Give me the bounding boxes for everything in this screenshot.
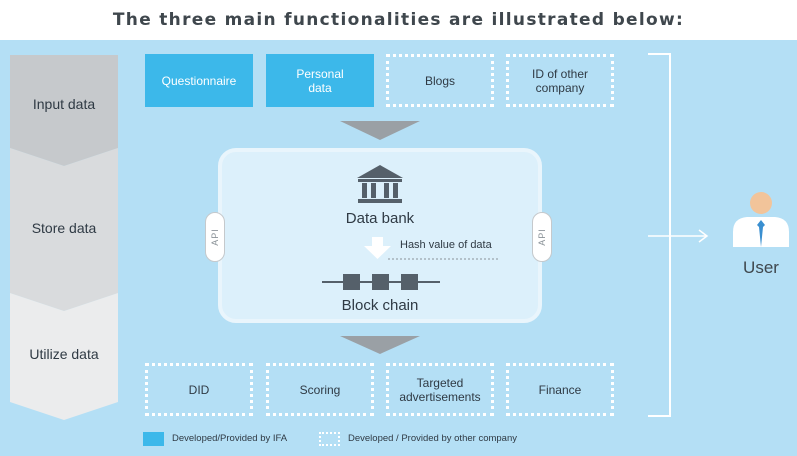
bank-icon [357, 165, 403, 203]
api-right: API [532, 212, 552, 262]
down-white-arrow-icon [364, 237, 391, 259]
legend-label-other: Developed / Provided by other company [348, 433, 517, 444]
output-scoring: Scoring [266, 363, 374, 416]
legend-label-ifa: Developed/Provided by IFA [172, 433, 288, 444]
legend-swatch-other [319, 432, 340, 446]
user-icon [733, 192, 789, 247]
output-targeted-ads: Targeted advertisements [386, 363, 494, 416]
stage-chevron-input [10, 55, 118, 166]
block-chain-icon [322, 274, 440, 290]
page-title: The three main functionalities are illus… [112, 10, 685, 30]
stage-label-input: Input data [32, 96, 96, 112]
input-personal-data: Personal data [266, 54, 374, 107]
user-label: User [743, 258, 779, 277]
down-arrow-bottom [340, 336, 420, 354]
arrow-to-user-head [698, 229, 709, 243]
api-left: API [205, 212, 225, 262]
output-finance: Finance [506, 363, 614, 416]
legend-swatch-ifa [143, 432, 164, 446]
output-did: DID [145, 363, 253, 416]
block-chain-label: Block chain [341, 297, 419, 314]
stage-label-utilize: Utilize data [29, 346, 99, 362]
data-bank-label: Data bank [345, 210, 415, 227]
input-id-other-company: ID of other company [506, 54, 614, 107]
stage-chevron-utilize [10, 293, 118, 420]
hash-label: Hash value of data [400, 239, 492, 251]
stage-label-store: Store data [31, 220, 97, 236]
down-arrow-top [340, 121, 420, 140]
input-questionnaire: Questionnaire [145, 54, 253, 107]
stage-chevron-store [10, 148, 118, 311]
input-blogs: Blogs [386, 54, 494, 107]
bracket [648, 53, 671, 417]
